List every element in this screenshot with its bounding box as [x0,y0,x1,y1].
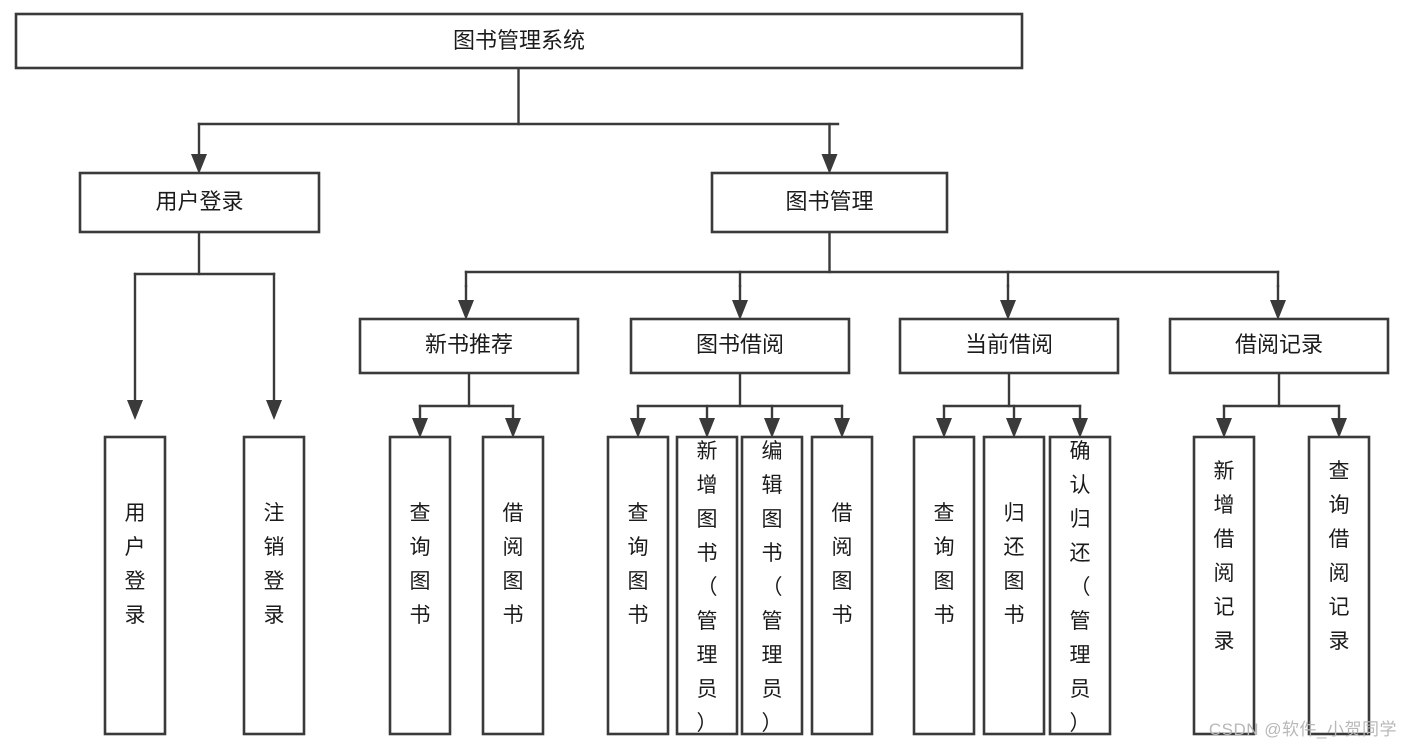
node-leaf-2-label: 注销登录 [264,502,285,627]
node-leaf-10[interactable]: 归还图书 [982,435,1046,736]
arrow-to-leaf-6 [699,418,715,438]
arrow-to-leaf-5 [630,418,646,438]
node-leaf-5[interactable]: 查询图书 [606,435,670,736]
node-bookmgmt-label: 图书管理 [785,189,873,214]
node-leaf-7-box[interactable] [740,435,804,736]
csdn-watermark: CSDN @软件_小贺同学 [1208,720,1397,739]
node-leaf-12[interactable]: 新增借阅记录 [1192,435,1256,736]
node-bookmgmt[interactable]: 图书管理 [710,171,949,234]
node-leaf-13[interactable]: 查询借阅记录 [1307,435,1371,736]
node-borrow[interactable]: 图书借阅 [629,317,851,375]
node-borrow-label: 图书借阅 [696,332,784,357]
arrow-to-leaf-12 [1216,418,1232,438]
arrow-to-newbook [458,300,474,320]
arrow-to-leaf-7 [764,418,780,438]
node-root-label: 图书管理系统 [453,28,585,53]
node-leaf-11-box[interactable] [1048,435,1112,736]
node-leaf-6-label: 新增图书（管理员） [697,440,718,735]
connector-group-bookmgmt [458,230,1286,320]
arrow-to-leaf-4 [505,418,521,438]
node-leaf-9-box[interactable] [912,435,976,736]
connector-group-current [936,372,1088,438]
node-leaf-3-label: 查询图书 [410,502,431,627]
arrow-to-leaf-3 [412,418,428,438]
node-leaf-6[interactable]: 新增图书（管理员） [675,435,739,736]
arrow-to-leaf-9 [936,418,952,438]
node-leaf-8-box[interactable] [810,435,874,736]
node-newbook-label: 新书推荐 [425,332,513,357]
connector-group-login [127,230,282,420]
node-login[interactable]: 用户登录 [78,171,321,234]
node-leaf-5-label: 查询图书 [628,502,649,627]
arrow-to-records [1270,300,1286,320]
node-records-box[interactable] [1168,317,1390,375]
node-leaf-3[interactable]: 查询图书 [388,435,452,736]
node-root-box[interactable] [14,12,1024,70]
node-leaf-13-label: 查询借阅记录 [1329,460,1350,653]
node-leaf-1-label: 用户登录 [125,502,146,627]
connector-group-newbook [412,372,521,438]
node-leaf-7[interactable]: 编辑图书（管理员） [740,435,804,736]
node-records[interactable]: 借阅记录 [1168,317,1390,375]
arrow-to-leaf-2 [266,400,282,420]
node-login-box[interactable] [78,171,321,234]
connector-group-borrow [630,372,850,438]
arrow-to-current [1000,300,1016,320]
arrow-to-leaf-1 [127,400,143,420]
arrow-to-bookmgmt [821,154,838,174]
node-root[interactable]: 图书管理系统 [14,12,1024,70]
arrow-to-borrow [732,300,748,320]
node-leaf-9-label: 查询图书 [934,502,955,627]
arrow-to-leaf-11 [1072,418,1088,438]
node-leaf-10-label: 归还图书 [1004,502,1025,627]
node-leaf-11[interactable]: 确认归还（管理员） [1048,435,1112,736]
node-leaf-4-label: 借阅图书 [503,502,524,627]
node-leaf-10-box[interactable] [982,435,1046,736]
node-borrow-box[interactable] [629,317,851,375]
node-leaf-12-label: 新增借阅记录 [1214,460,1235,653]
node-leaf-4[interactable]: 借阅图书 [481,435,545,736]
node-leaf-4-box[interactable] [481,435,545,736]
node-leaf-8[interactable]: 借阅图书 [810,435,874,736]
arrow-to-leaf-10 [1006,418,1022,438]
node-current-box[interactable] [898,317,1120,375]
arrow-to-login [191,154,207,174]
connector-group-records [1216,372,1347,438]
node-leaf-7-label: 编辑图书（管理员） [762,440,783,735]
node-current[interactable]: 当前借阅 [898,317,1120,375]
node-leaf-12-box[interactable] [1192,435,1256,736]
node-bookmgmt-box[interactable] [710,171,949,234]
node-newbook[interactable]: 新书推荐 [358,317,580,375]
node-leaf-2-box[interactable] [242,435,306,736]
arrow-to-leaf-8 [834,418,850,438]
node-leaf-9[interactable]: 查询图书 [912,435,976,736]
node-leaf-3-box[interactable] [388,435,452,736]
connector-group-root [191,66,840,174]
node-current-label: 当前借阅 [965,332,1053,357]
node-leaf-8-label: 借阅图书 [832,502,853,627]
node-newbook-box[interactable] [358,317,580,375]
node-login-label: 用户登录 [155,189,243,214]
node-leaf-6-box[interactable] [675,435,739,736]
node-leaf-11-label: 确认归还（管理员） [1070,440,1091,735]
node-leaf-1[interactable]: 用户登录 [103,435,167,736]
node-leaf-1-box[interactable] [103,435,167,736]
arrow-to-leaf-13 [1331,418,1347,438]
node-leaf-2[interactable]: 注销登录 [242,435,306,736]
node-leaf-13-box[interactable] [1307,435,1371,736]
node-leaf-5-box[interactable] [606,435,670,736]
node-records-label: 借阅记录 [1235,332,1323,357]
